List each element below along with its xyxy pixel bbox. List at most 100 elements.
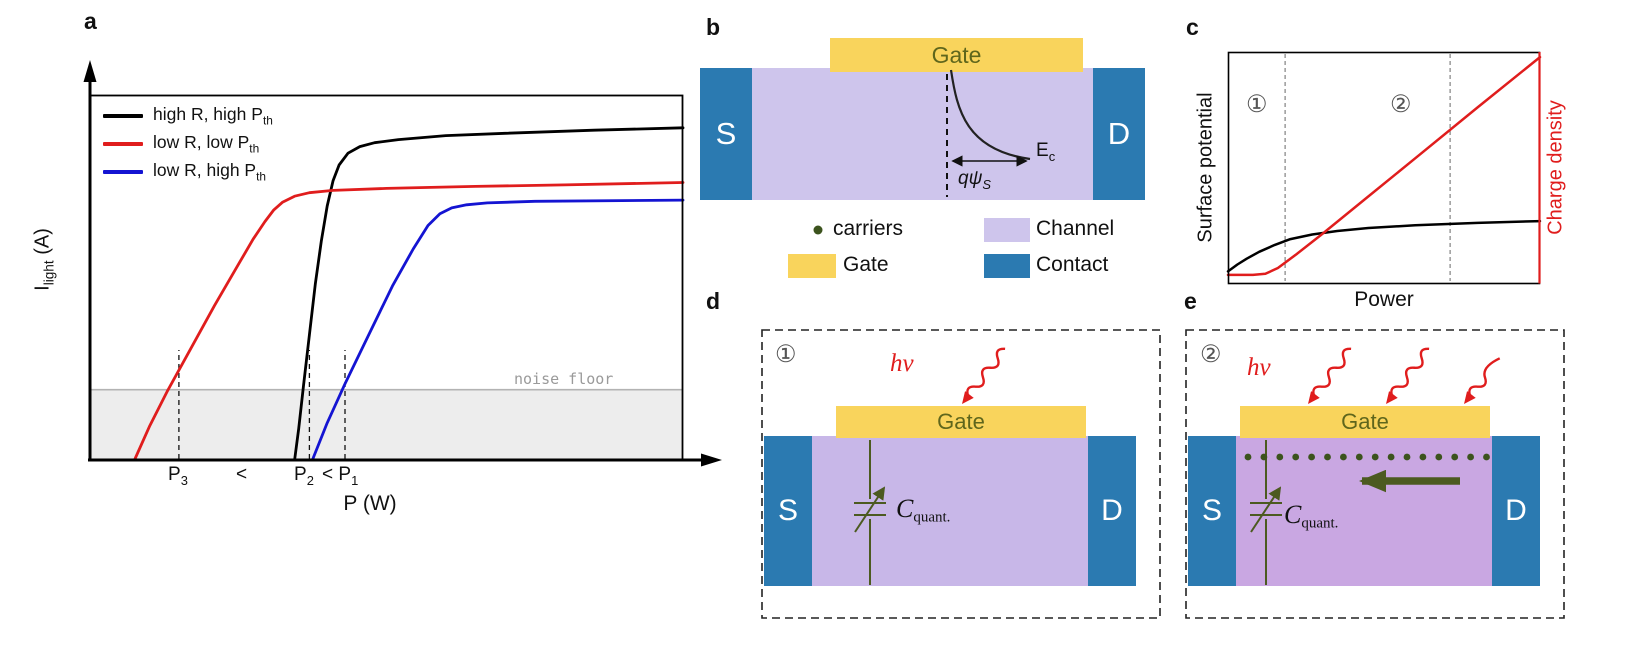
carrier-dot <box>1308 453 1315 461</box>
carrier-dot <box>1483 453 1490 461</box>
panel-c-chart <box>1226 51 1542 285</box>
carrier-dot <box>1276 453 1284 461</box>
legend-item: high R, high Pth <box>103 102 273 130</box>
chart-legend: high R, high Pth low R, low Pth low R, h… <box>103 102 273 186</box>
panel-a-chart <box>83 60 722 467</box>
dashed-frame <box>1185 329 1565 619</box>
carrier-dot <box>1340 453 1347 461</box>
x-axis-arrow <box>701 453 722 467</box>
y-axis-label: Ilight (A) <box>31 228 57 291</box>
gate-swatch-icon <box>788 254 836 278</box>
source-contact <box>1188 436 1236 586</box>
gate-label: Gate <box>937 409 985 434</box>
gate-label: Gate <box>931 41 982 68</box>
x-axis-label-power: Power <box>1354 288 1414 311</box>
x-tick-p2: P2 <box>294 464 314 488</box>
panel-b-legend-swatches <box>788 218 1030 278</box>
drain-contact <box>1492 436 1540 586</box>
variable-capacitor-icon <box>854 440 886 585</box>
drain-label: D <box>1101 494 1123 527</box>
noise-floor-label: noise floor <box>514 370 614 388</box>
region-dividers <box>1284 54 1451 281</box>
panel-c-label: c <box>1186 14 1199 40</box>
legend-item: low R, high Pth <box>103 158 273 186</box>
gate-electrode <box>1240 406 1490 438</box>
carrier-dot <box>1387 453 1395 461</box>
channel <box>1236 436 1492 586</box>
gate-label: Gate <box>1341 409 1389 434</box>
series-line <box>310 198 685 462</box>
region-1-marker: ① <box>775 341 797 368</box>
drain-contact <box>1088 436 1136 586</box>
channel <box>752 68 1093 200</box>
source-label: S <box>1201 494 1222 527</box>
panel-b-label: b <box>706 14 721 40</box>
legend-line-blue-icon <box>103 170 143 174</box>
photon-energy-label: hv <box>1247 354 1271 381</box>
source-contact <box>700 68 752 200</box>
panel-b-device <box>700 38 1145 200</box>
carrier-dot <box>1244 453 1252 461</box>
photon-arrow-icon <box>962 347 1006 404</box>
quantum-capacitance-label: Cquant. <box>896 494 951 526</box>
variable-capacitor-icon <box>1250 440 1282 585</box>
panel-a-label: a <box>84 8 97 34</box>
surface-potential-symbol: qψS <box>958 168 991 192</box>
legend-channel-label: Channel <box>1036 217 1115 240</box>
panel-e-label: e <box>1184 288 1197 314</box>
plot-box <box>1227 51 1541 285</box>
legend-gate-label: Gate <box>843 253 889 276</box>
right-axis-label: Charge density <box>1544 100 1567 235</box>
inequality-sign: < <box>236 464 248 485</box>
series-line <box>1226 55 1542 277</box>
carrier-dot <box>1260 453 1268 461</box>
legend-label: low R, high Pth <box>153 160 267 184</box>
source-label: S <box>715 116 737 151</box>
drain-label: D <box>1107 116 1131 151</box>
legend-line-red-icon <box>103 142 143 146</box>
drain-contact <box>1093 68 1145 200</box>
source-contact <box>764 436 812 586</box>
legend-carriers-label: carriers <box>833 217 904 240</box>
carrier-dot <box>1324 453 1331 461</box>
series-lines <box>133 126 685 462</box>
y-axis-arrow <box>83 60 97 82</box>
conduction-band-label: Ec <box>1036 140 1056 164</box>
carrier-dot <box>1292 453 1300 461</box>
source-label: S <box>777 494 798 527</box>
contact-swatch-icon <box>984 254 1030 278</box>
series-line <box>1226 219 1542 273</box>
channel <box>812 436 1088 586</box>
region-1-marker: ① <box>1246 91 1268 118</box>
series-lines <box>1226 55 1542 277</box>
panel-d-device <box>761 329 1161 619</box>
left-axis-label: Surface potential <box>1194 92 1217 243</box>
drain-label: D <box>1505 494 1527 527</box>
legend-contact-label: Contact <box>1036 253 1109 276</box>
gate-electrode <box>830 38 1083 72</box>
x-tick-p1: < P1 <box>322 464 359 488</box>
photon-arrow-icon <box>1386 347 1430 404</box>
series-line <box>133 181 685 462</box>
carrier-dot <box>1435 453 1443 461</box>
legend-line-black-icon <box>103 114 143 118</box>
carrier-dot <box>1371 453 1379 461</box>
x-tick-p3: P3 <box>168 464 188 488</box>
carrier-dot <box>1355 453 1363 461</box>
legend-label: low R, low Pth <box>153 132 260 156</box>
carriers-dot-icon <box>813 225 823 235</box>
region-2-marker: ② <box>1200 341 1222 368</box>
panel-d-label: d <box>706 288 721 314</box>
panel-e-device <box>1185 329 1565 619</box>
photon-arrow-icon <box>1464 357 1501 404</box>
dashed-frame <box>761 329 1161 619</box>
region-2-marker: ② <box>1390 91 1412 118</box>
x-axis-label: P (W) <box>343 492 397 515</box>
legend-label: high R, high Pth <box>153 104 273 128</box>
carrier-dot <box>1451 453 1459 461</box>
gate-electrode <box>836 406 1086 438</box>
series-line <box>293 126 685 462</box>
photon-arrow-icon <box>1308 347 1352 404</box>
